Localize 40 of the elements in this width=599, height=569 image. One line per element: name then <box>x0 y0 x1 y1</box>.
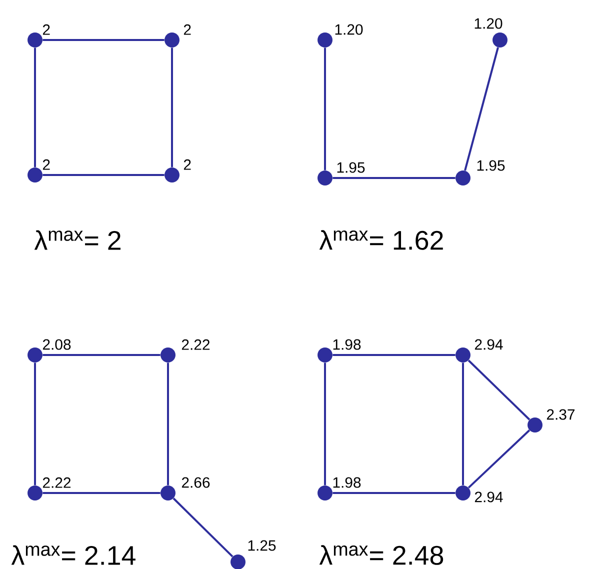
eigenvalue-label: λ$^{max}$= 2.14 <box>11 545 136 565</box>
graph-edge <box>42 39 164 41</box>
vertex-value: 2.22 <box>182 339 210 350</box>
graph-edge <box>468 360 530 420</box>
eigenvalue-label: λ$^{max}$= 2.48 <box>319 545 444 565</box>
vertex-value: 1.95 <box>337 162 365 173</box>
vertex-value: 2 <box>184 24 191 35</box>
graph-edge <box>34 48 36 168</box>
graph-edge <box>172 498 234 558</box>
graph-edge <box>42 354 160 356</box>
eigenvalue-label: λ$^{max}$= 1.62 <box>319 230 443 250</box>
vertex-value: 2 <box>184 159 191 170</box>
graph-edge <box>34 362 36 486</box>
vertex-value: 1.95 <box>477 160 505 171</box>
vertex-value: 1.20 <box>335 24 363 35</box>
vertex-value: 2.94 <box>474 339 503 350</box>
graph-edge <box>167 362 169 486</box>
vertex-value: 2 <box>42 24 50 35</box>
graph-edge <box>324 48 326 170</box>
graph-edge <box>332 492 456 494</box>
vertex-value: 1.20 <box>474 18 502 29</box>
graph-edge <box>332 177 456 179</box>
graph-edge <box>171 48 173 168</box>
graph-edge <box>468 430 530 488</box>
graph-edge <box>332 354 456 356</box>
graph-edge <box>464 47 499 171</box>
graph-edge <box>42 492 160 494</box>
vertex-value: 1.98 <box>333 339 361 350</box>
vertex-value: 2.66 <box>182 477 210 488</box>
graph-edge <box>42 174 164 176</box>
graph-edge <box>324 362 326 486</box>
vertex-value: 2.37 <box>546 409 575 420</box>
graph-edge <box>462 362 464 486</box>
vertex-value: 1.98 <box>333 477 361 488</box>
vertex-value: 2 <box>42 159 50 170</box>
vertex-value: 1.25 <box>248 540 276 551</box>
vertex-value: 2.94 <box>474 492 503 502</box>
vertex-value: 2.08 <box>42 339 71 350</box>
eigenvalue-label: λ$^{max}$= 2 <box>34 230 120 250</box>
vertex-value: 2.22 <box>42 477 71 488</box>
